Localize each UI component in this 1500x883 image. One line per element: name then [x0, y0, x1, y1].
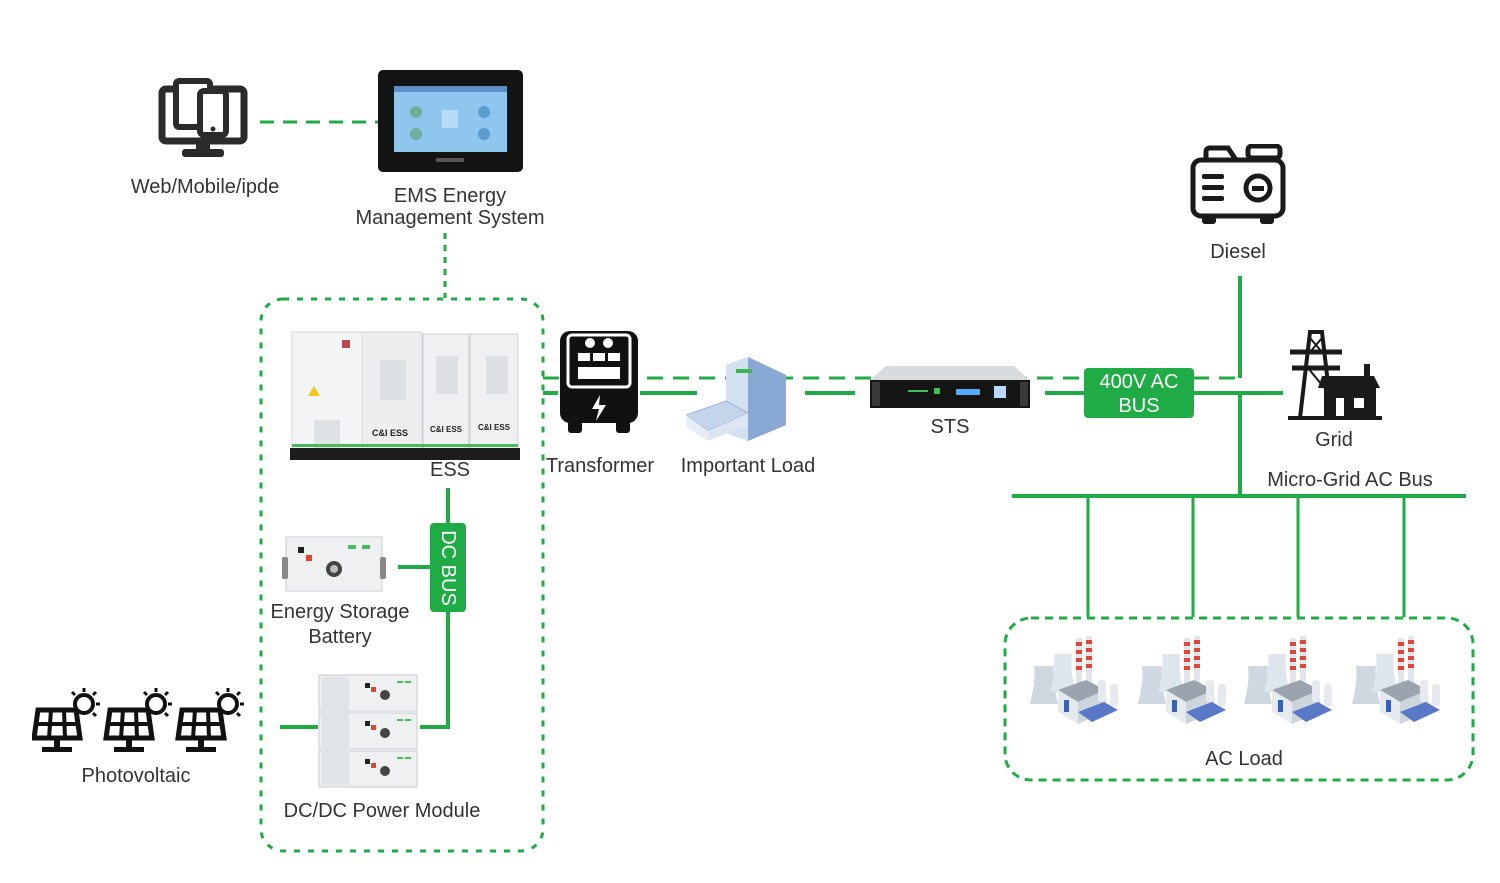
factory-icon [1030, 636, 1118, 724]
ems-node [378, 70, 523, 172]
dc-bus-badge: DC BUS [430, 523, 466, 612]
dc-bus-label: DC BUS [437, 529, 459, 606]
grid-label: Grid [1315, 429, 1353, 451]
transformer-label: Transformer [545, 455, 655, 477]
web-mobile-label: Web/Mobile/ipde [130, 176, 280, 198]
microgrid-bus-label: Micro-Grid AC Bus [1267, 469, 1433, 491]
grid-node [1288, 330, 1382, 420]
building-icon [684, 357, 786, 441]
ess-cabinet-text-1: C&I ESS [372, 428, 408, 438]
ac-load-label: AC Load [1205, 748, 1283, 770]
pv-node [32, 688, 250, 756]
factory-icon [1244, 636, 1332, 724]
factory-icon [1352, 636, 1440, 724]
multi-device-icon [158, 78, 248, 157]
touch-panel-icon [378, 70, 523, 172]
diesel-node [1190, 143, 1286, 226]
battery-label-line2: Battery [308, 626, 372, 648]
ac-bus-badge: 400V AC BUS [1084, 368, 1194, 418]
sts-rack-icon [870, 366, 1030, 408]
ess-cabinet-icon: C&I ESS C&I ESS C&I ESS [290, 331, 520, 460]
solar-panel-icon [106, 688, 172, 752]
ac-load-boundary [1003, 616, 1475, 782]
ess-cabinet-text-2: C&I ESS [430, 425, 463, 434]
generator-icon [1190, 143, 1286, 224]
battery-node [282, 533, 386, 595]
solar-panel-icon [34, 688, 100, 752]
ac-bus-label-line1: 400V AC [1099, 371, 1179, 393]
ess-node: C&I ESS C&I ESS C&I ESS [290, 330, 520, 462]
important-load-node [684, 355, 790, 445]
factories [1030, 636, 1440, 724]
pv-label: Photovoltaic [81, 765, 191, 787]
transformer-icon [560, 331, 638, 433]
battery-rack-icon [282, 536, 386, 592]
ac-bus-label-line2: BUS [1118, 395, 1160, 417]
ess-label: ESS [429, 459, 471, 481]
ems-label-line2: Management System [355, 207, 545, 229]
pylon-house-icon [1288, 330, 1382, 420]
battery-label-line1: Energy Storage [270, 601, 410, 623]
pv-panels [32, 688, 250, 756]
solar-panel-icon [178, 688, 244, 752]
dcdc-label: DC/DC Power Module [283, 800, 481, 822]
important-load-label: Important Load [680, 455, 816, 477]
sts-node [868, 364, 1032, 410]
power-module-stack-icon [318, 674, 418, 788]
ac-load-group [1020, 632, 1460, 732]
sts-label: STS [930, 416, 970, 438]
transformer-node [558, 329, 640, 435]
diesel-label: Diesel [1210, 241, 1266, 263]
power-line-dcbus-dcdc [420, 611, 450, 729]
web-mobile-node [158, 77, 248, 159]
factory-icon [1138, 636, 1226, 724]
dcdc-node [317, 673, 421, 789]
ems-label-line1: EMS Energy [393, 185, 507, 207]
ess-cabinet-text-3: C&I ESS [478, 423, 511, 432]
